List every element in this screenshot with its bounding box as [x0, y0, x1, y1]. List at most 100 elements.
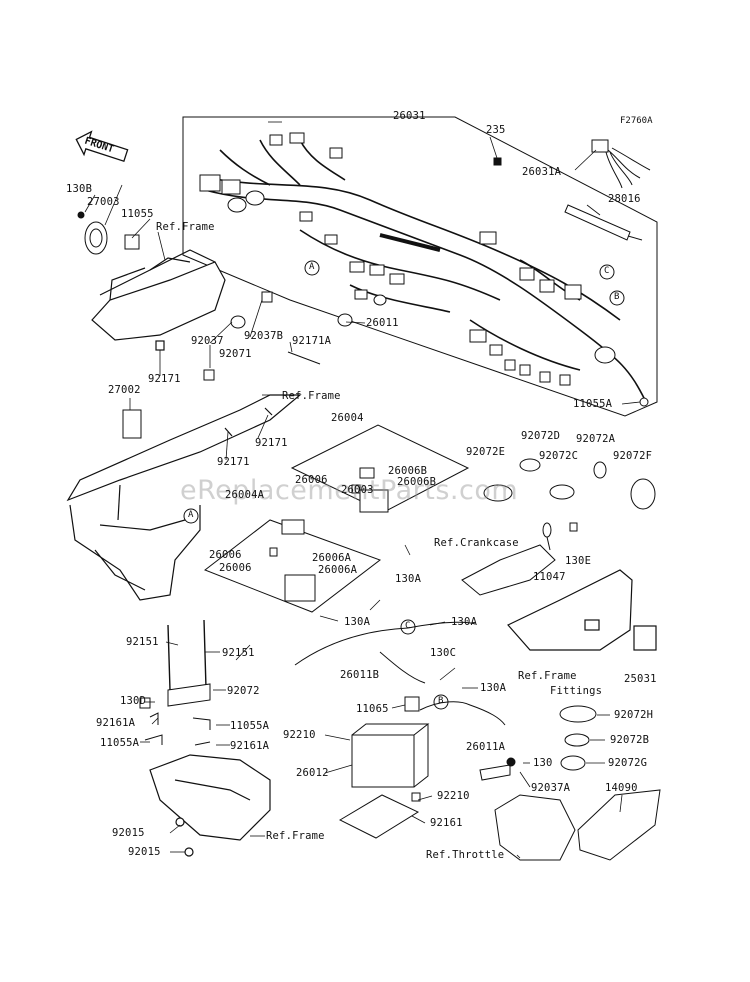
part-label: 11055	[121, 208, 154, 220]
part-label: 28016	[608, 193, 641, 205]
crankcase	[461, 522, 578, 596]
ref-label: Ref.Frame	[156, 221, 215, 233]
callout-a-top: A	[309, 262, 315, 272]
part-label: 26006	[295, 474, 328, 486]
relay-box-26004	[290, 424, 470, 513]
wiring-harness-26031	[204, 139, 646, 401]
frame-middle	[66, 394, 302, 601]
part-label: 27002	[108, 384, 141, 396]
part-label: 92072C	[539, 450, 579, 462]
cover-14090	[577, 789, 661, 861]
watermark: eReplacementParts.com	[180, 475, 519, 506]
clamps	[483, 458, 656, 771]
front-arrow-icon	[75, 130, 129, 163]
part-label: 130A	[480, 682, 507, 694]
part-label: 26006A	[312, 552, 352, 564]
part-label: 92072G	[608, 757, 648, 769]
part-label: 11065	[356, 703, 389, 715]
part-label: 92072E	[466, 446, 506, 458]
part-label: 92210	[283, 729, 316, 741]
figure-code: F2760A	[620, 116, 653, 126]
part-label: 92072	[227, 685, 260, 697]
part-label: 92037B	[244, 330, 284, 342]
part-label: 130A	[451, 616, 478, 628]
leader-lines	[84, 121, 641, 859]
part-label: 25031	[624, 673, 657, 685]
part-label: 130A	[344, 616, 371, 628]
part-label: 130A	[395, 573, 422, 585]
ref-label: Ref.Throttle	[426, 849, 505, 861]
part-label: 130D	[120, 695, 147, 707]
part-label: 92071	[219, 348, 252, 360]
part-label: 11047	[533, 571, 566, 583]
part-label: 92072H	[614, 709, 654, 721]
bracket-92151	[139, 619, 211, 746]
part-label: 26006	[219, 562, 252, 574]
ref-label: Ref.Crankcase	[434, 537, 519, 549]
part-label: 92072A	[576, 433, 616, 445]
part-label: 26006B	[388, 465, 428, 477]
clips-center	[122, 291, 321, 439]
callout-c-top: C	[604, 266, 610, 276]
callout-circles	[183, 260, 625, 710]
part-label: 92151	[126, 636, 159, 648]
tube-28016	[564, 204, 643, 241]
part-label: 92037	[191, 335, 224, 347]
part-label: 92037A	[531, 782, 571, 794]
throttle	[479, 757, 576, 861]
part-label: 26011A	[466, 741, 506, 753]
part-label: 92210	[437, 790, 470, 802]
part-label: 92171A	[292, 335, 332, 347]
part-label: 11055A	[573, 398, 613, 410]
part-label: 26006B	[397, 476, 437, 488]
ref-label: Fittings	[550, 685, 603, 697]
part-label: 130	[533, 757, 553, 769]
part-label: 11055A	[230, 720, 270, 732]
part-label: 26012	[296, 767, 329, 779]
battery-area	[294, 621, 506, 839]
part-label: 92072B	[610, 734, 650, 746]
part-label: 26004A	[225, 489, 265, 501]
part-label: 92015	[112, 827, 145, 839]
ref-label: Ref.Frame	[518, 670, 577, 682]
callout-c-mid: C	[405, 621, 411, 631]
part-label: 26011B	[340, 669, 380, 681]
part-label: 235	[486, 124, 506, 136]
part-label: 92171	[217, 456, 250, 468]
part-label: 26006	[209, 549, 242, 561]
callout-b-top: B	[614, 292, 620, 302]
part-label: 26031	[393, 110, 426, 122]
part-label: 92015	[128, 846, 161, 858]
part-label: 92161A	[96, 717, 136, 729]
frame-fittings	[507, 569, 657, 651]
part-label: 26003	[341, 484, 374, 496]
part-label: 92171	[148, 373, 181, 385]
ref-label: Ref.Frame	[266, 830, 325, 842]
part-label: 26004	[331, 412, 364, 424]
callout-a-mid: A	[188, 510, 194, 520]
ref-label: Ref.Frame	[282, 390, 341, 402]
part-label: 130E	[565, 555, 592, 567]
part-label: 92072D	[521, 430, 561, 442]
part-label: 26006A	[318, 564, 358, 576]
part-label: 26031A	[522, 166, 562, 178]
callout-b-mid: B	[438, 696, 444, 706]
part-label: 92171	[255, 437, 288, 449]
part-label: 27003	[87, 196, 120, 208]
part-label: 130C	[430, 647, 457, 659]
part-label: 14090	[605, 782, 638, 794]
part-label: 92072F	[613, 450, 653, 462]
part-label: 92161	[430, 817, 463, 829]
part-label: 130B	[66, 183, 93, 195]
horn-27003	[77, 211, 140, 255]
part-label: 11055A	[100, 737, 140, 749]
part-label: 92151	[222, 647, 255, 659]
part-label: 92161A	[230, 740, 270, 752]
sub-harness-26031A	[591, 139, 651, 189]
relay-box-26004A	[203, 519, 382, 613]
harness-group-outline	[182, 116, 658, 417]
harness-connectors	[199, 132, 649, 407]
frame-lower	[149, 754, 271, 857]
